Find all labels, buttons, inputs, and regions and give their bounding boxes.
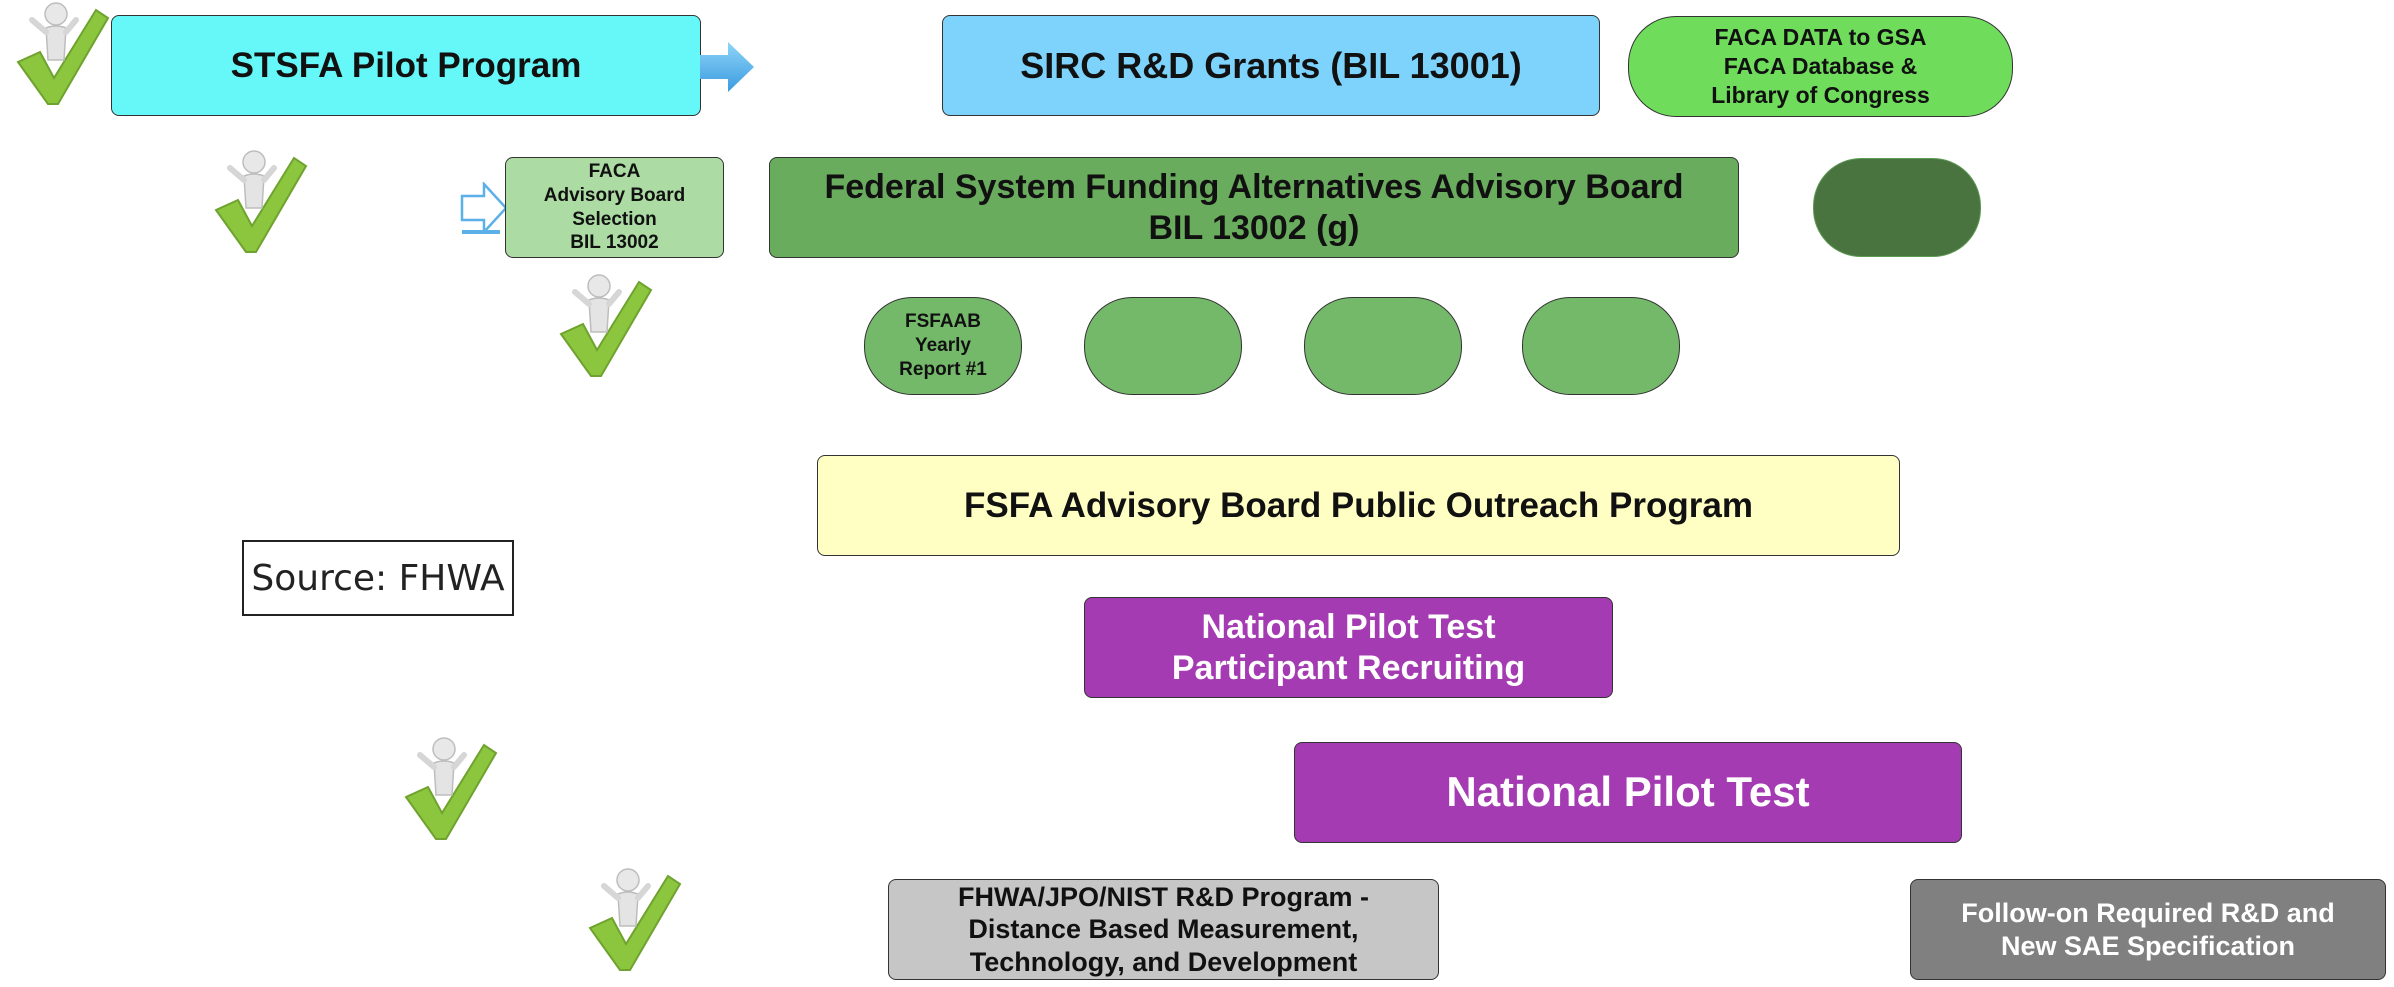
stsfa-pilot-program-box: STSFA Pilot Program — [111, 15, 701, 116]
checkmark-figure-icon — [16, 2, 110, 105]
checkmark-figure-icon — [404, 737, 498, 840]
yearly-report-placeholder-4-pill — [1522, 297, 1680, 395]
arrow-right-outline-icon — [460, 182, 508, 234]
arrow-right-icon — [700, 42, 754, 92]
checkmark-figure-icon — [214, 150, 308, 253]
sirc-rd-grants-box: SIRC R&D Grants (BIL 13001) — [942, 15, 1600, 116]
follow-on-rd-sae-specification-box: Follow-on Required R&D and New SAE Speci… — [1910, 879, 2386, 980]
fhwa-jpo-nist-rd-program-box: FHWA/JPO/NIST R&D Program - Distance Bas… — [888, 879, 1439, 980]
federal-system-funding-advisory-board-box: Federal System Funding Alternatives Advi… — [769, 157, 1739, 258]
source-label: Source: FHWA — [242, 540, 514, 616]
fsfaab-yearly-report-1-pill: FSFAAB Yearly Report #1 — [864, 297, 1022, 395]
yearly-report-placeholder-2-pill — [1084, 297, 1242, 395]
fsfa-public-outreach-program-box: FSFA Advisory Board Public Outreach Prog… — [817, 455, 1900, 556]
national-pilot-test-recruiting-box: National Pilot Test Participant Recruiti… — [1084, 597, 1613, 698]
faca-advisory-board-selection-box: FACA Advisory Board Selection BIL 13002 — [505, 157, 724, 258]
national-pilot-test-box: National Pilot Test — [1294, 742, 1962, 843]
checkmark-figure-icon — [588, 868, 682, 971]
yearly-report-placeholder-3-pill — [1304, 297, 1462, 395]
faca-data-to-gsa-box: FACA DATA to GSA FACA Database & Library… — [1628, 16, 2013, 117]
checkmark-figure-icon — [559, 274, 653, 377]
dark-green-blank-pill — [1813, 158, 1981, 257]
